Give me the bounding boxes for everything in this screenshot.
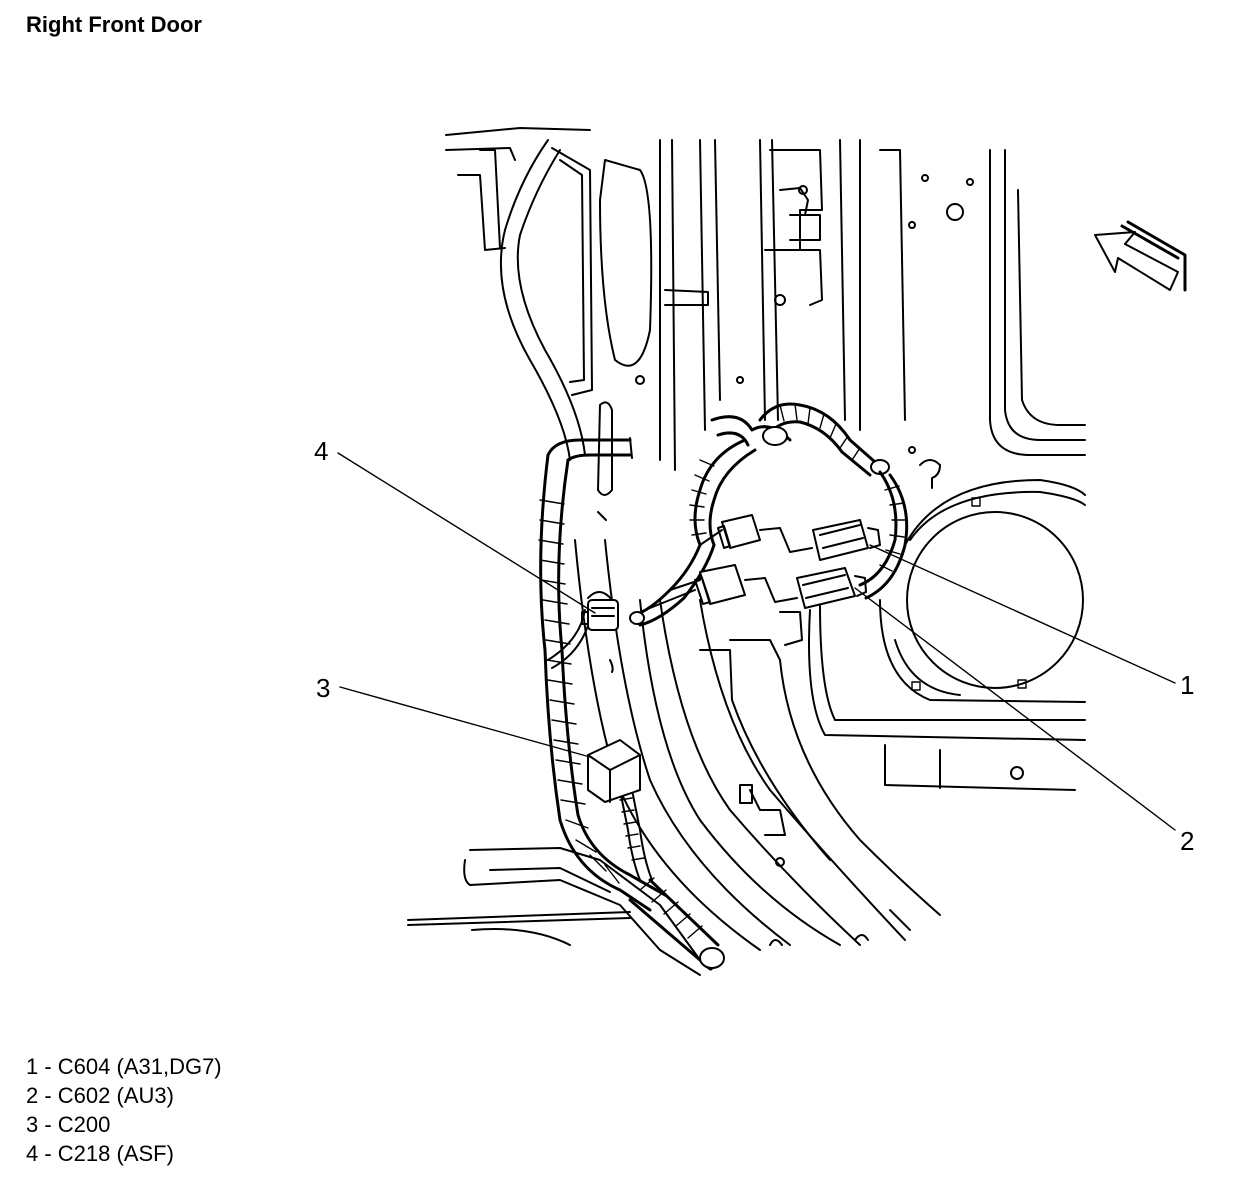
legend-item: 3 - C200 xyxy=(26,1112,111,1137)
legend-item: 2 - C602 (AU3) xyxy=(26,1083,174,1108)
leader-line-2 xyxy=(854,587,1176,831)
leader-line-4 xyxy=(337,452,596,614)
callout-number-1: 1 xyxy=(1180,670,1194,700)
leader-line-3 xyxy=(339,686,591,758)
connector-c200 xyxy=(587,739,641,803)
connector-c218 xyxy=(581,599,619,631)
callout-number-3: 3 xyxy=(316,673,330,703)
page-title: Right Front Door xyxy=(26,12,202,37)
connector-c602 xyxy=(694,564,867,609)
leader-line-1 xyxy=(869,544,1176,684)
forward-arrow-icon xyxy=(1094,220,1187,292)
callout-number-2: 2 xyxy=(1180,826,1194,856)
legend-item: 4 - C218 (ASF) xyxy=(26,1141,174,1166)
callout-number-4: 4 xyxy=(314,436,328,466)
leader-lines xyxy=(337,452,1176,831)
connector-legend: 1 - C604 (A31,DG7) 2 - C602 (AU3) 3 - C2… xyxy=(26,1052,222,1168)
wiring-harness xyxy=(538,402,909,971)
legend-item: 1 - C604 (A31,DG7) xyxy=(26,1054,222,1079)
door-structure xyxy=(407,127,1086,976)
connector-c604 xyxy=(717,514,881,561)
